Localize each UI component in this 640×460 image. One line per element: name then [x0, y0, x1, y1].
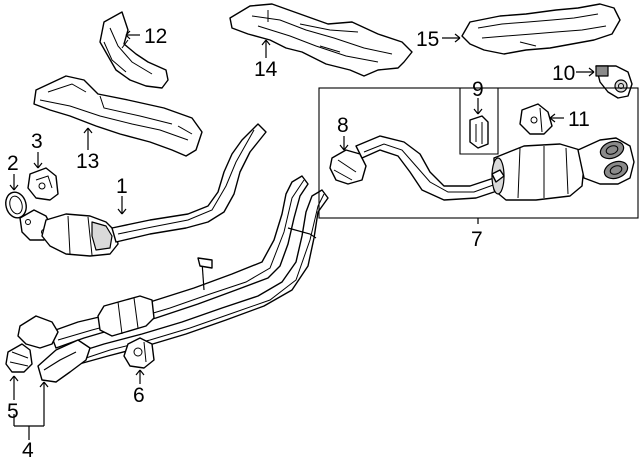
callout-12: 12	[144, 25, 167, 48]
clamp-5	[5, 343, 33, 373]
heat-shield-14	[229, 3, 413, 77]
callout-5: 5	[7, 400, 19, 423]
heat-shield-3	[27, 167, 59, 201]
callout-labels: 12 13 14 15 10 9 11 8 7 1 2 3 6 5 4	[7, 25, 590, 460]
gasket-2	[5, 191, 27, 219]
callout-10: 10	[552, 62, 575, 85]
callout-11: 11	[568, 108, 590, 131]
front-pipe-converter-1	[19, 123, 267, 257]
bracket-10	[595, 65, 633, 99]
hanger-11	[519, 103, 553, 135]
heat-shield-15	[461, 3, 621, 55]
muffler-tailpipe-7	[355, 135, 635, 201]
callout-13: 13	[76, 150, 99, 173]
hanger-9	[469, 115, 489, 149]
callout-15: 15	[416, 28, 439, 51]
intermediate-pipe-4	[17, 175, 329, 383]
callout-3: 3	[31, 130, 43, 153]
callout-4: 4	[22, 439, 34, 460]
callout-14: 14	[254, 58, 278, 81]
heat-shield-13	[33, 75, 203, 157]
hanger-6	[123, 337, 155, 369]
callout-8: 8	[337, 114, 349, 137]
callout-9: 9	[472, 78, 484, 101]
clamp-8	[329, 149, 367, 185]
callout-7: 7	[471, 228, 483, 251]
callout-6: 6	[133, 384, 145, 407]
heat-shield-12	[99, 11, 169, 89]
callout-1: 1	[116, 175, 128, 198]
callout-2: 2	[7, 152, 19, 175]
hanger-9-frame	[459, 88, 499, 155]
leader-lines	[9, 30, 595, 440]
